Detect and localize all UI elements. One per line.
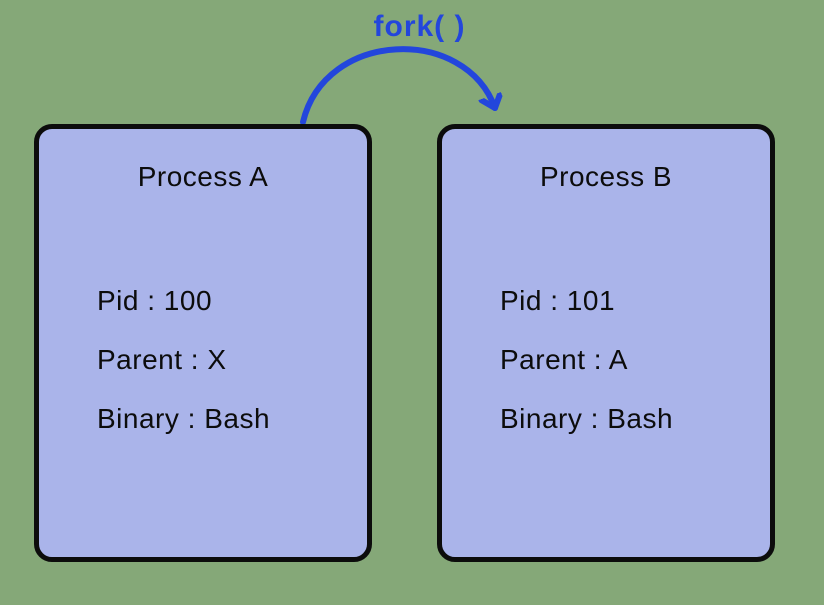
process-b-binary: Binary : Bash [500, 403, 674, 434]
fork-arrow-curve [300, 46, 495, 125]
process-a-box: Process A Pid : 100 Parent : X Binary : … [34, 124, 372, 562]
process-a-fields: Pid : 100 Parent : X Binary : Bash [97, 285, 367, 435]
process-a-pid: Pid : 100 [97, 285, 213, 316]
process-b-title: Process B [539, 161, 673, 192]
process-a-title: Process A [137, 161, 269, 192]
process-b-parent: Parent : A [500, 344, 628, 375]
process-b-fields: Pid : 101 Parent : A Binary : Bash [500, 285, 770, 435]
process-a-binary: Binary : Bash [97, 403, 271, 434]
fork-arrow-label: fork( ) [373, 10, 466, 43]
process-b-pid: Pid : 101 [500, 285, 616, 316]
process-a-parent: Parent : X [97, 344, 227, 375]
process-b-box: Process B Pid : 101 Parent : A Binary : … [437, 124, 775, 562]
